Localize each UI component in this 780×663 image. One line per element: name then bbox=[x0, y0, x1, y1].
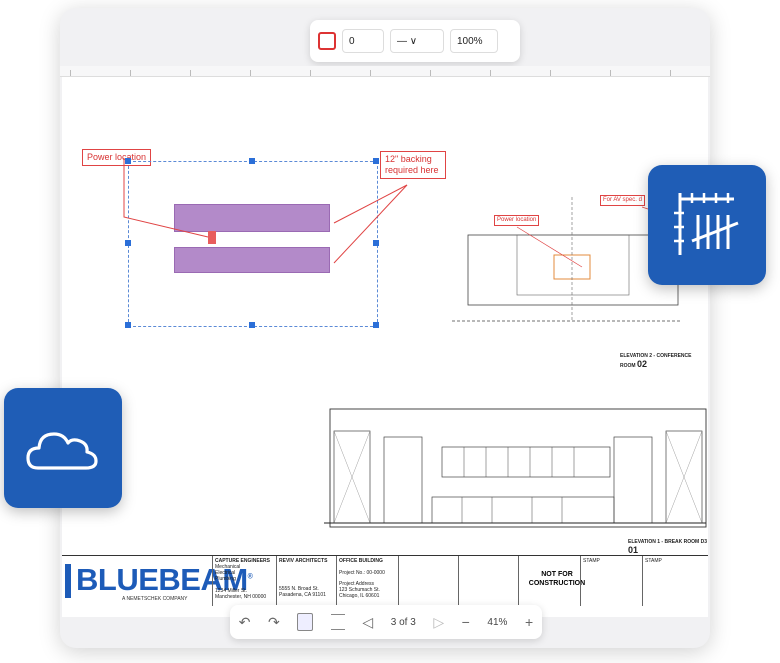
titleblock-stamp-2: STAMP bbox=[642, 556, 708, 606]
resize-handle[interactable] bbox=[249, 158, 255, 164]
zoom-level[interactable]: 41% bbox=[487, 616, 508, 628]
resize-handle[interactable] bbox=[125, 158, 131, 164]
markup-properties-toolbar: 0 — ∨ 100% bbox=[310, 20, 520, 62]
titleblock-architect: REVIV ARCHITECTS 5555 N. Broad St.Pasade… bbox=[276, 556, 336, 606]
logo-subtitle: A NEMETSCHEK COMPANY bbox=[122, 596, 188, 602]
power-outlet-markup[interactable] bbox=[208, 231, 216, 244]
resize-handle[interactable] bbox=[125, 240, 131, 246]
page-indicator[interactable]: 3 of 3 bbox=[390, 616, 416, 628]
measurement-badge bbox=[648, 165, 766, 285]
resize-handle[interactable] bbox=[373, 322, 379, 328]
elevation-1-label: ELEVATION 1 - BREAK ROOM D3 01 bbox=[628, 539, 707, 555]
titleblock-revisions bbox=[458, 556, 518, 606]
next-page-icon[interactable]: ▷ bbox=[433, 613, 445, 630]
callout-av-spec[interactable]: For AV spec. d bbox=[600, 195, 645, 206]
undo-icon[interactable]: ↶ bbox=[238, 613, 251, 630]
markup-leaders bbox=[123, 158, 707, 528]
cloud-icon bbox=[26, 432, 98, 470]
continuous-view-icon[interactable] bbox=[330, 614, 345, 630]
resize-handle[interactable] bbox=[249, 322, 255, 328]
backing-markup-upper[interactable] bbox=[174, 204, 330, 232]
opacity-field[interactable]: 100% bbox=[450, 29, 498, 53]
callout-backing[interactable]: 12" backing required here bbox=[380, 151, 446, 179]
resize-handle[interactable] bbox=[373, 240, 379, 246]
drawing-page[interactable]: Power location 12" backing required here bbox=[62, 77, 708, 617]
zoom-in-icon[interactable]: + bbox=[524, 614, 534, 630]
callout-power-location-small[interactable]: Power location bbox=[494, 215, 540, 226]
not-for-construction: NOT FOR CONSTRUCTION bbox=[528, 571, 586, 587]
title-block: BLUEBEAM® A NEMETSCHEK COMPANY CAPTURE E… bbox=[62, 555, 708, 616]
elevation-2-label: ELEVATION 2 - CONFERENCE ROOM 02 bbox=[620, 353, 692, 369]
resize-handle[interactable] bbox=[373, 158, 379, 164]
titleblock-notes bbox=[398, 556, 458, 606]
cloud-badge bbox=[4, 388, 122, 508]
zoom-out-icon[interactable]: − bbox=[461, 614, 470, 630]
logo-bar bbox=[65, 564, 71, 598]
titleblock-stamp-1: STAMP bbox=[580, 556, 642, 606]
resize-handle[interactable] bbox=[125, 322, 131, 328]
app-window: 0 — ∨ 100% Power location 12" backing re… bbox=[60, 8, 710, 648]
measurement-icon bbox=[674, 193, 739, 255]
previous-page-icon[interactable]: ◁ bbox=[362, 613, 374, 630]
bluebeam-logo: BLUEBEAM® bbox=[76, 562, 253, 597]
ruler bbox=[60, 66, 710, 77]
line-width-field[interactable]: 0 bbox=[342, 29, 384, 53]
titleblock-project: OFFICE BUILDING Project No.: 00-0000 Pro… bbox=[336, 556, 398, 606]
line-style-dropdown[interactable]: — ∨ bbox=[390, 29, 444, 53]
redo-icon[interactable]: ↷ bbox=[268, 613, 280, 630]
page-navigation-bar: ↶ ↷ ◁ 3 of 3 ▷ − 41% + bbox=[230, 605, 542, 639]
backing-markup-lower[interactable] bbox=[174, 247, 330, 273]
line-color-swatch[interactable] bbox=[318, 32, 336, 50]
single-page-view-icon[interactable] bbox=[297, 613, 314, 631]
titleblock-status bbox=[518, 556, 580, 606]
